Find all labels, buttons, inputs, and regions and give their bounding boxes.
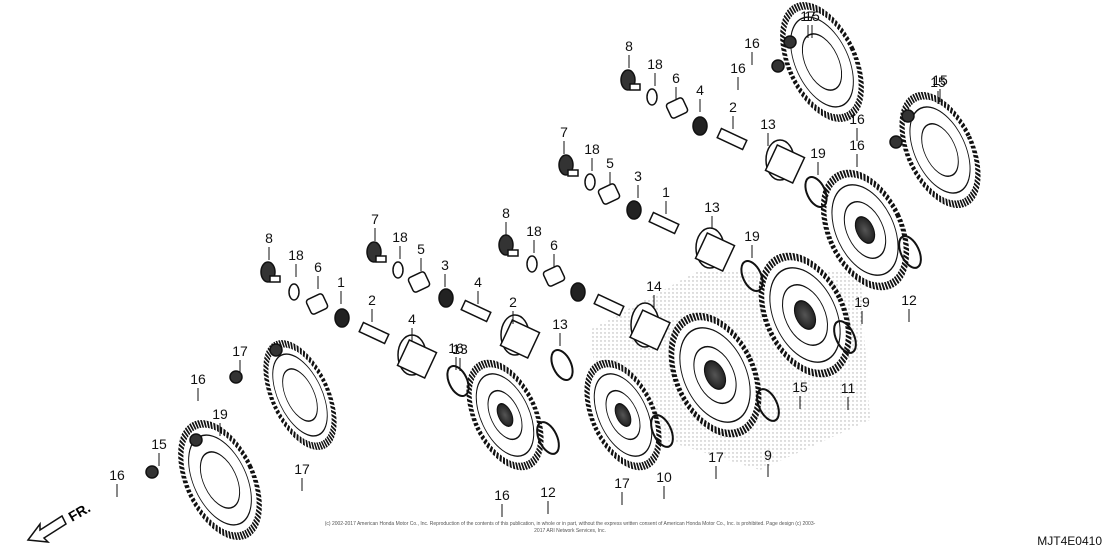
callout-16: 16	[190, 371, 206, 387]
callout-10: 10	[656, 469, 672, 485]
gear-15-left	[263, 340, 337, 450]
callout-15: 15	[932, 72, 948, 88]
gear-9	[668, 312, 762, 438]
callout-12: 12	[901, 292, 917, 308]
callout-7: 7	[560, 124, 568, 140]
callout-16: 16	[494, 487, 510, 503]
callout-labels: 1581861616421315718531616191138186718534…	[109, 8, 948, 517]
front-arrow-icon: FR.	[26, 499, 94, 543]
copyright-notice: (c) 2002-2017 American Honda Motor Co., …	[324, 521, 816, 534]
callout-2: 2	[368, 292, 376, 308]
callout-4: 4	[474, 274, 482, 290]
callout-19: 19	[810, 145, 826, 161]
callout-15: 15	[804, 8, 820, 24]
callout-19: 19	[744, 228, 760, 244]
callout-6: 6	[550, 237, 558, 253]
callout-15: 15	[930, 74, 946, 90]
gear-15-bottom	[178, 420, 262, 540]
gear-12-right	[820, 169, 910, 291]
gear-11	[758, 252, 852, 378]
callout-11: 11	[841, 380, 856, 396]
callout-5: 5	[417, 241, 425, 257]
gear-15-right	[899, 91, 981, 209]
callout-2: 2	[729, 99, 737, 115]
washer-17-c	[756, 388, 780, 422]
callout-15: 15	[792, 379, 808, 395]
callout-8: 8	[625, 38, 633, 54]
callout-6: 6	[314, 259, 322, 275]
washer-17-a	[898, 235, 922, 269]
washer-19-b	[740, 260, 764, 292]
washer-19-a	[804, 176, 828, 208]
callout-13: 13	[704, 199, 720, 215]
gear-12-bottom	[466, 359, 544, 471]
callout-13: 13	[760, 116, 776, 132]
callout-16: 16	[849, 111, 865, 127]
callout-19: 19	[212, 406, 228, 422]
gear-15-top	[780, 2, 864, 122]
callout-8: 8	[265, 230, 273, 246]
callout-17: 17	[800, 8, 816, 24]
washers	[446, 176, 922, 455]
callout-7: 7	[371, 211, 379, 227]
callout-5: 5	[606, 155, 614, 171]
diagram-part-code: MJT4E0410	[1037, 534, 1102, 548]
callout-3: 3	[634, 168, 642, 184]
washer-17-e	[536, 421, 560, 455]
callout-14: 14	[646, 278, 662, 294]
callout-17: 17	[232, 343, 248, 359]
gear-10	[584, 359, 662, 471]
callout-15: 15	[151, 436, 167, 452]
washer-19-d	[446, 365, 470, 397]
front-marker-label: FR.	[66, 499, 94, 524]
callout-13: 13	[552, 316, 568, 332]
washer-17-b	[833, 320, 857, 354]
callout-18: 18	[392, 229, 408, 245]
shaft-stacks	[145, 35, 915, 479]
callout-2: 2	[509, 294, 517, 310]
callout-16: 16	[730, 60, 746, 76]
callout-16: 16	[109, 467, 125, 483]
callout-17: 17	[614, 475, 630, 491]
callout-18: 18	[584, 141, 600, 157]
callout-9: 9	[764, 447, 772, 463]
callout-17: 17	[294, 461, 310, 477]
callout-1: 1	[662, 184, 670, 200]
callout-19: 19	[854, 294, 870, 310]
callout-18: 18	[288, 247, 304, 263]
callout-1: 1	[337, 274, 345, 290]
callout-13: 13	[452, 341, 468, 357]
callout-4: 4	[696, 82, 704, 98]
callout-4: 4	[408, 311, 416, 327]
washer-19-c	[550, 349, 574, 381]
callout-8: 8	[502, 205, 510, 221]
callout-18: 18	[526, 223, 542, 239]
callout-16: 16	[448, 340, 464, 356]
callout-3: 3	[441, 257, 449, 273]
callout-6: 6	[672, 70, 680, 86]
callout-16: 16	[744, 35, 760, 51]
callout-18: 18	[647, 56, 663, 72]
gears	[178, 2, 981, 540]
washer-17-d	[650, 414, 674, 448]
callout-12: 12	[540, 484, 556, 500]
callout-17: 17	[708, 449, 724, 465]
callout-16: 16	[849, 137, 865, 153]
